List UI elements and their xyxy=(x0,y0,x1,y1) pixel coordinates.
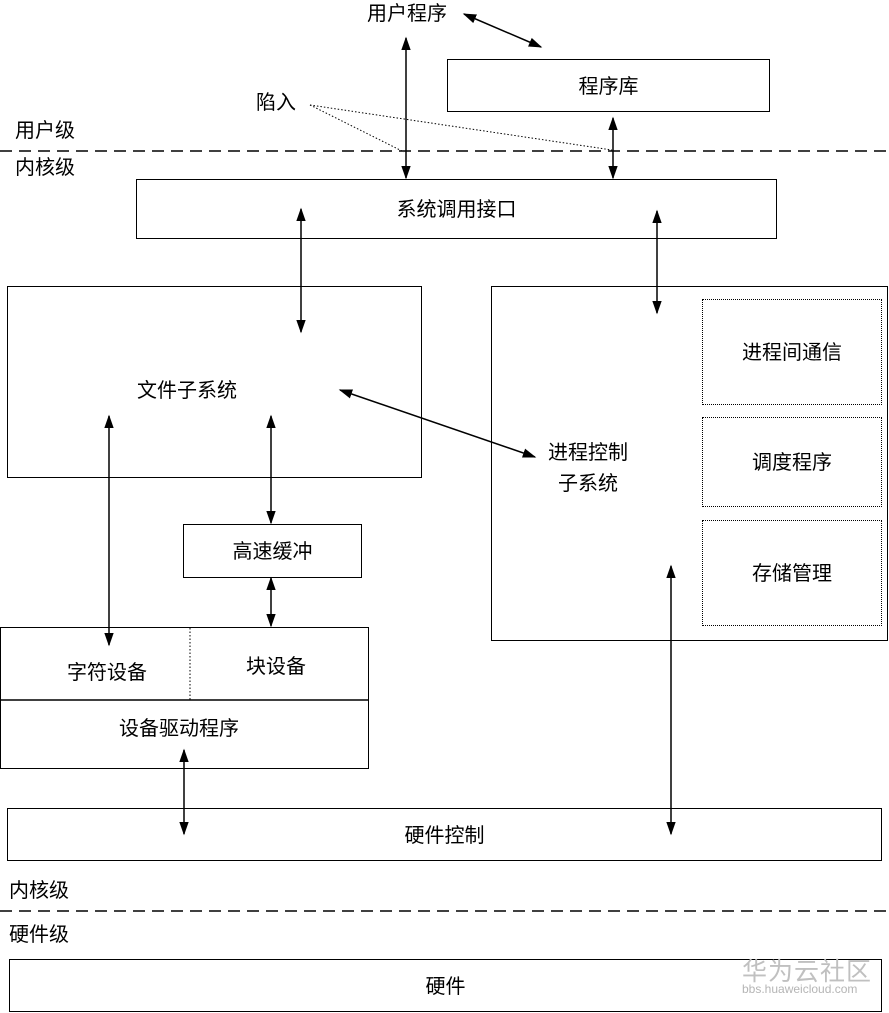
hardware-control-box: 硬件控制 xyxy=(7,808,882,861)
syscall-interface-label: 系统调用接口 xyxy=(396,197,517,221)
process-control-label-line2: 子系统 xyxy=(558,471,618,495)
hardware-box: 硬件 xyxy=(9,959,882,1012)
hardware-label: 硬件 xyxy=(425,973,466,998)
scheduler-label: 调度程序 xyxy=(752,450,832,474)
buffer-cache-label: 高速缓冲 xyxy=(232,539,313,563)
ipc-label: 进程间通信 xyxy=(742,340,842,364)
watermark-logo-text: 华为云社区 xyxy=(742,957,873,986)
program-library-label: 程序库 xyxy=(578,73,639,98)
syscall-interface-box: 系统调用接口 xyxy=(136,179,777,239)
watermark-url: bbs.huaweicloud.com xyxy=(742,982,858,996)
program-library-box: 程序库 xyxy=(447,59,770,112)
trap-line-1 xyxy=(309,104,405,153)
buffer-cache-box: 高速缓冲 xyxy=(183,524,362,578)
trap-label: 陷入 xyxy=(256,90,296,114)
memory-management-box: 存储管理 xyxy=(702,520,882,626)
ipc-box: 进程间通信 xyxy=(702,299,882,405)
user-program-label: 用户程序 xyxy=(367,1,447,25)
memory-management-label: 存储管理 xyxy=(752,561,832,585)
hardware-control-label: 硬件控制 xyxy=(404,822,485,847)
block-device-label: 块设备 xyxy=(246,654,306,678)
device-driver-box xyxy=(0,627,369,769)
kernel-level-top-label: 内核级 xyxy=(15,155,75,179)
hardware-level-label: 硬件级 xyxy=(9,922,69,946)
device-driver-label: 设备驱动程序 xyxy=(119,716,239,740)
file-subsystem-label: 文件子系统 xyxy=(137,378,237,402)
process-control-label-line1: 进程控制 xyxy=(548,440,628,464)
kernel-level-bottom-label: 内核级 xyxy=(9,878,69,902)
process-control-box xyxy=(491,286,888,641)
scheduler-box: 调度程序 xyxy=(702,417,882,507)
char-device-label: 字符设备 xyxy=(67,660,147,684)
arrow-userprog-lib xyxy=(462,13,543,48)
user-level-label: 用户级 xyxy=(15,118,75,142)
